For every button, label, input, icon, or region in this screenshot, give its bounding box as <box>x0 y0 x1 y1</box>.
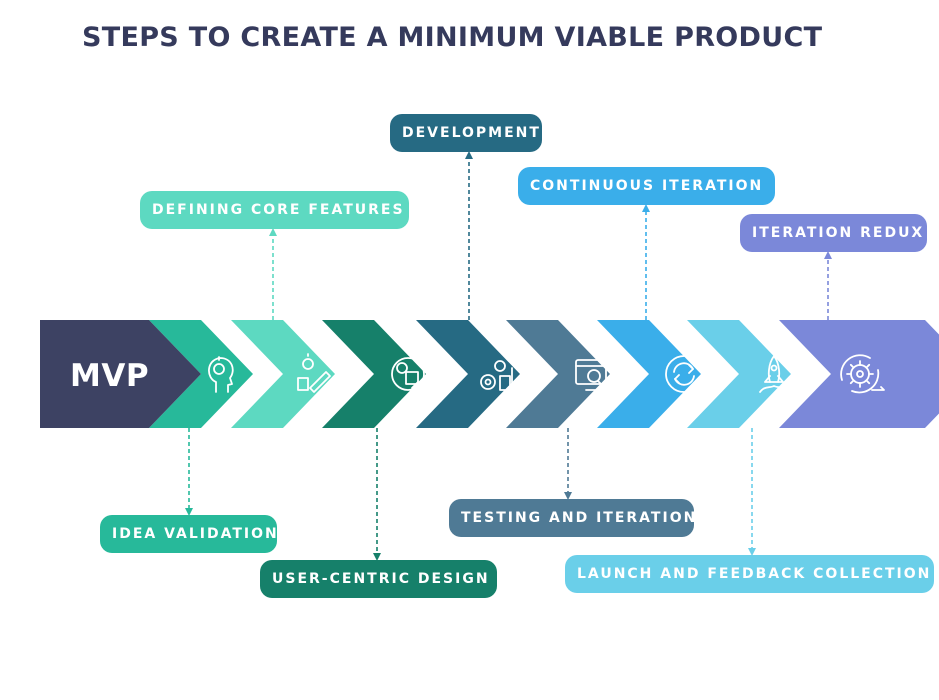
step-segment-3 <box>322 320 426 428</box>
testing-monitor-icon <box>575 359 607 391</box>
step-segment-5 <box>506 320 610 428</box>
gear-cycle-icon <box>840 354 885 394</box>
design-gears-icon <box>391 357 425 391</box>
page-title: STEPS TO CREATE A MINIMUM VIABLE PRODUCT <box>82 22 823 53</box>
step-label-user-centric-design: USER-CENTRIC DESIGN <box>260 560 497 598</box>
step-segment-4 <box>416 320 520 428</box>
step-label-testing-and-iteration: TESTING AND ITERATION <box>449 499 695 537</box>
rocket-icon <box>759 355 789 393</box>
step-label-development: DEVELOPMENT <box>390 114 542 152</box>
refresh-cycle-icon <box>665 355 703 393</box>
step-segment-2 <box>231 320 335 428</box>
step-label-iteration-redux: ITERATION REDUX <box>740 214 927 252</box>
lightbulb-pencil-icon <box>297 353 331 393</box>
step-label-launch-and-feedback-collection: LAUNCH AND FEEDBACK COLLECTION <box>565 555 934 593</box>
step-label-continuous-iteration: CONTINUOUS ITERATION <box>518 167 775 205</box>
step-segment-6 <box>597 320 701 428</box>
mvp-label: MVP <box>70 358 150 394</box>
step-label-defining-core-features: DEFINING CORE FEATURES <box>140 191 409 229</box>
step-segment-8 <box>779 320 939 428</box>
development-gears-icon <box>480 360 513 391</box>
lightbulb-head-icon <box>208 356 234 393</box>
step-label-idea-validation: IDEA VALIDATION <box>100 515 277 553</box>
step-segment-7 <box>687 320 791 428</box>
mvp-start-segment <box>40 320 201 428</box>
